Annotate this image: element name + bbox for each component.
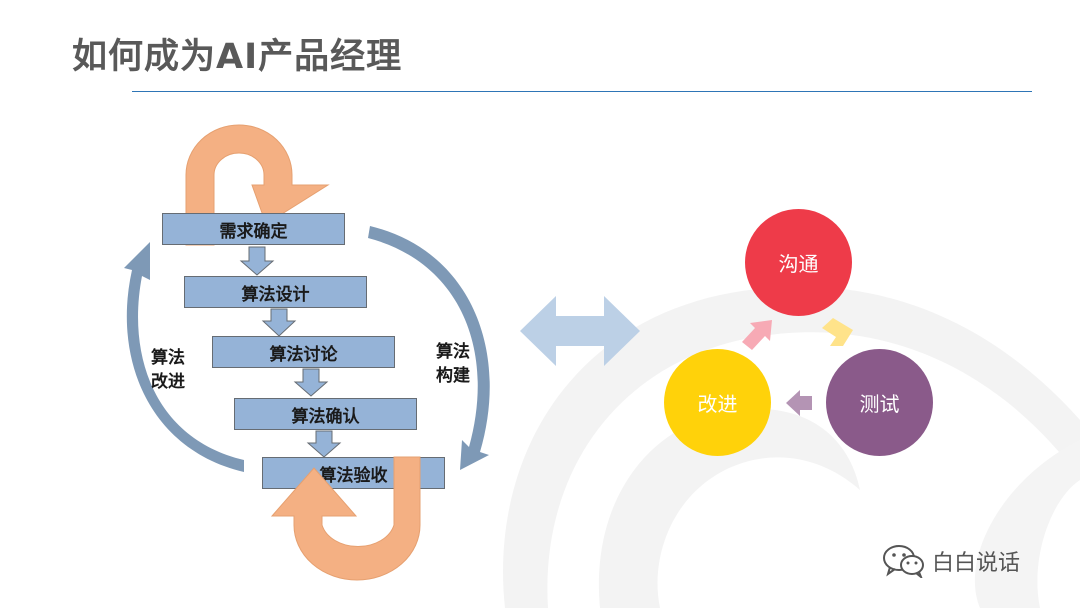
slide-title: 如何成为AI产品经理 — [72, 37, 403, 77]
circle-test: 测试 — [826, 349, 933, 456]
step-algorithm-confirmation: 算法确认 — [234, 398, 417, 430]
double-arrow — [520, 296, 640, 366]
down-arrow-4 — [306, 430, 342, 458]
down-arrow-3 — [293, 368, 329, 397]
label-build: 算法 构建 — [436, 342, 470, 386]
circle-communicate: 沟通 — [745, 209, 852, 316]
down-arrow-1 — [239, 246, 275, 276]
wechat-icon — [883, 545, 924, 578]
step-requirement: 需求确定 — [162, 213, 345, 245]
top-loop-arrow — [185, 124, 330, 246]
down-arrow-2 — [261, 308, 297, 337]
watermark: 白白说话 — [882, 544, 1020, 578]
title-divider — [132, 91, 1032, 92]
build-curved-arrow — [368, 226, 490, 470]
bottom-loop-arrow — [270, 456, 421, 581]
label-improve: 算法 改进 — [151, 348, 185, 392]
cycle-arrow-to-test — [822, 318, 853, 346]
cycle-arrow-to-communicate — [742, 320, 772, 350]
cycle-arrow-to-improve — [786, 390, 812, 416]
step-algorithm-design: 算法设计 — [184, 276, 367, 308]
improve-curved-arrow — [124, 242, 244, 472]
step-algorithm-discussion: 算法讨论 — [212, 336, 395, 368]
circle-improve: 改进 — [664, 349, 771, 456]
watermark-text: 白白说话 — [932, 551, 1021, 576]
